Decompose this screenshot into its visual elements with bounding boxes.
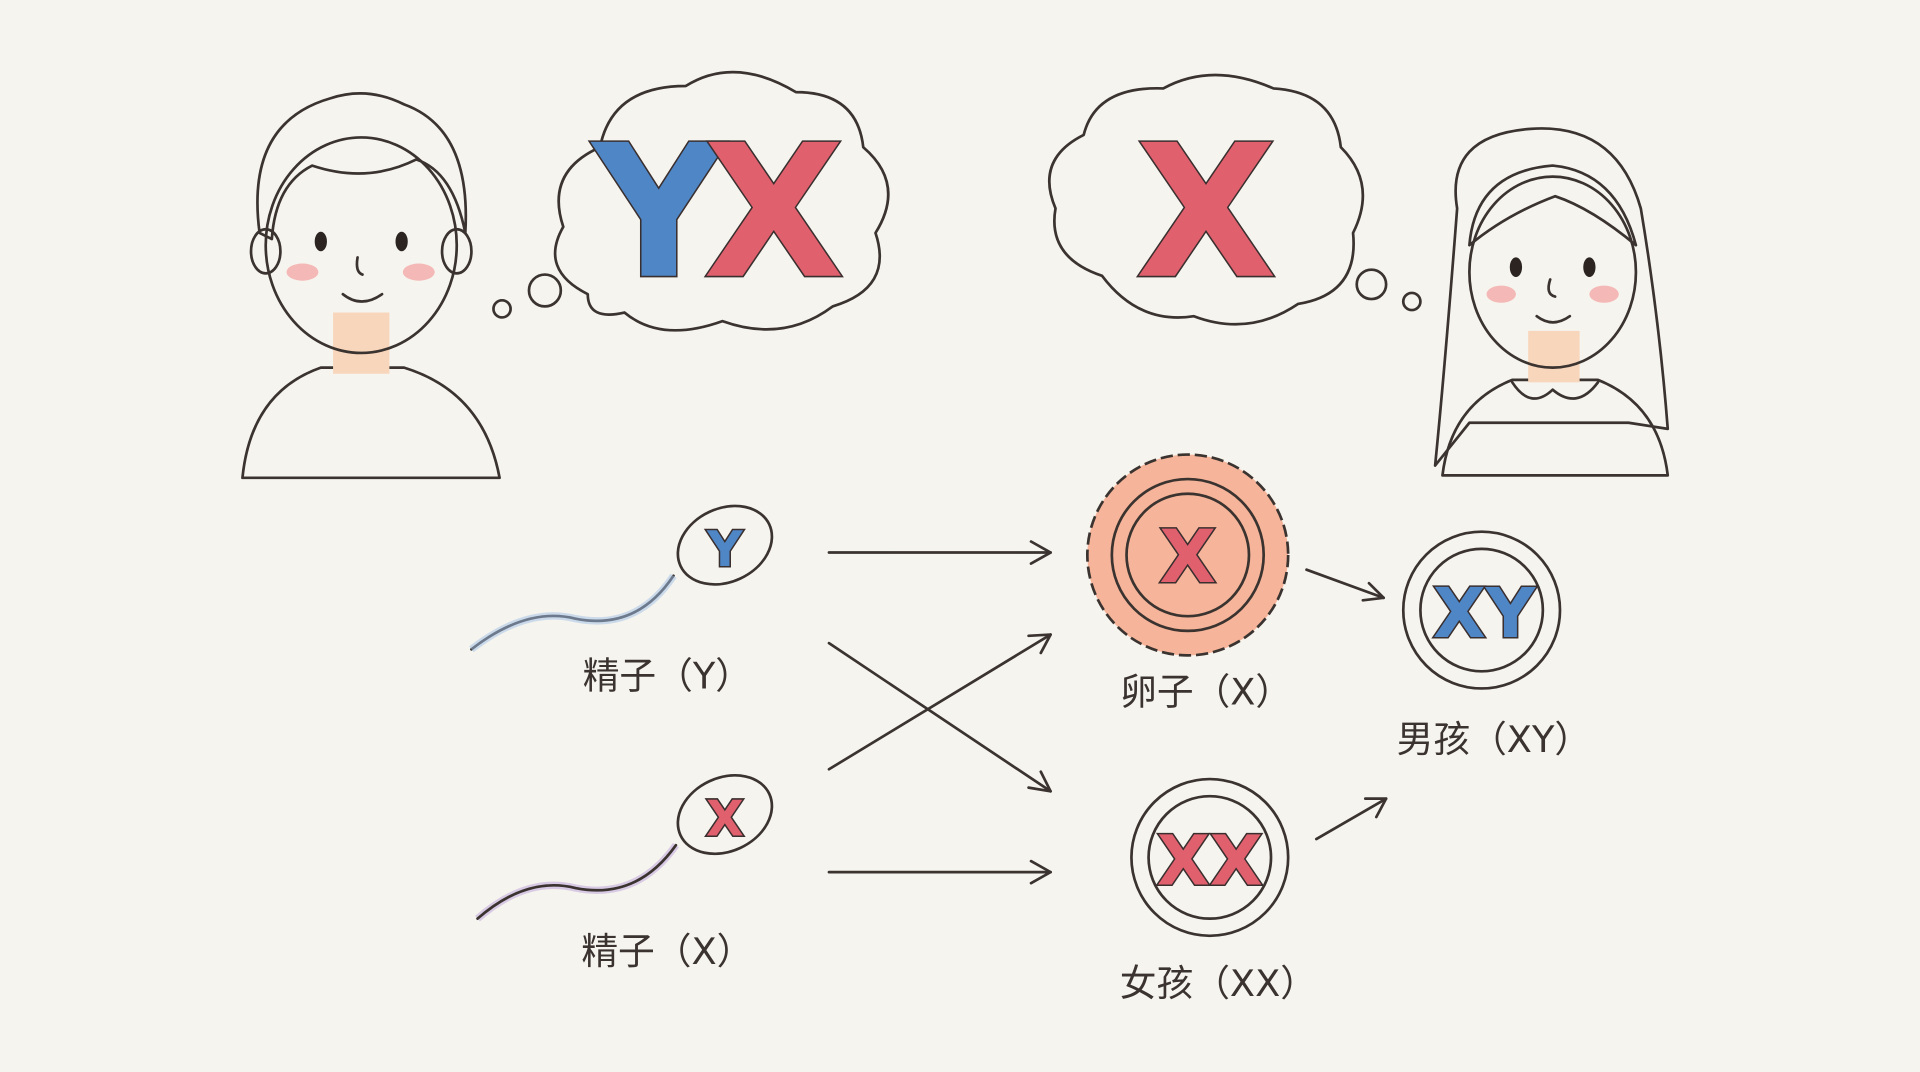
mother-shirt bbox=[1441, 378, 1670, 477]
father-face bbox=[264, 136, 459, 355]
mother-hair-back bbox=[1433, 127, 1670, 467]
fertilization-arrows bbox=[827, 540, 1388, 885]
egg-letter: X bbox=[1159, 515, 1216, 600]
father-figure bbox=[241, 92, 501, 480]
arrow-icon bbox=[827, 641, 1052, 793]
sperm-y-label: 精子（Y） bbox=[583, 654, 752, 697]
boy-letters: XY bbox=[1433, 574, 1537, 654]
father-thought-bubble: Y X bbox=[492, 70, 890, 332]
boy-zygote: XY bbox=[1401, 530, 1562, 690]
egg-cell: X bbox=[1086, 453, 1290, 657]
girl-label: 女孩（XX） bbox=[1120, 962, 1317, 1005]
mother-figure bbox=[1433, 127, 1670, 477]
sperm-x-letter: X bbox=[706, 790, 744, 847]
chromosome-x: X bbox=[703, 107, 845, 320]
girl-letters: XX bbox=[1157, 821, 1263, 901]
egg-label: 卵子（X） bbox=[1120, 670, 1292, 713]
mother-thought-bubble: X bbox=[1047, 73, 1422, 326]
girl-zygote: XX bbox=[1130, 777, 1290, 938]
arrow-icon bbox=[1305, 568, 1386, 602]
father-hair bbox=[256, 92, 468, 241]
mother-face bbox=[1468, 175, 1638, 369]
sperm-x: X bbox=[475, 774, 774, 922]
arrow-icon bbox=[1314, 797, 1388, 841]
sperm-x-label: 精子（X） bbox=[581, 930, 753, 973]
sperm-y-letter: Y bbox=[706, 521, 743, 578]
boy-label: 男孩（XY） bbox=[1397, 718, 1591, 761]
father-shirt bbox=[241, 366, 501, 480]
chromosome-x: X bbox=[1135, 107, 1277, 320]
sperm-y: Y bbox=[469, 504, 774, 653]
chromosome-y: Y bbox=[590, 107, 727, 320]
arrow-icon bbox=[827, 859, 1052, 885]
arrow-icon bbox=[827, 633, 1052, 771]
arrow-icon bbox=[827, 540, 1052, 565]
